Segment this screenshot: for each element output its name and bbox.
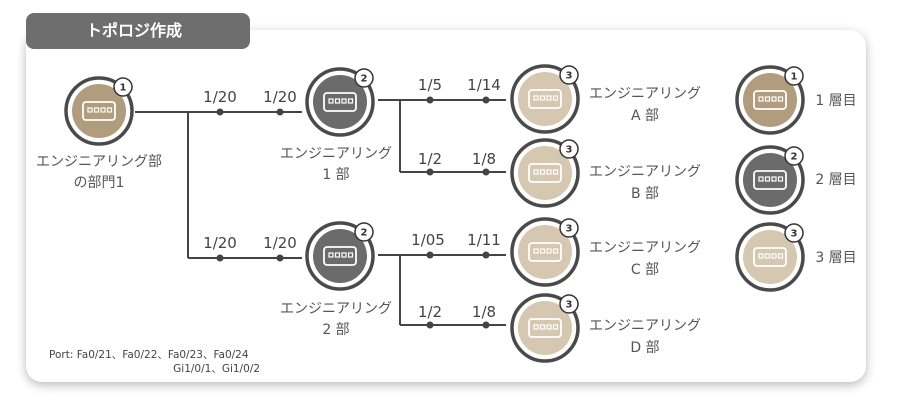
- node-label: 2 部: [322, 322, 349, 338]
- node-eng1[interactable]: 2: [305, 67, 375, 137]
- level-badge: 3: [791, 229, 798, 240]
- connection-lines: [135, 99, 506, 326]
- node-label: エンジニアリング: [589, 240, 701, 256]
- node-label: エンジニアリング: [589, 164, 701, 180]
- node-engC[interactable]: 3: [510, 217, 580, 287]
- level-badge: 3: [566, 300, 573, 311]
- port-label: 1/11: [467, 231, 501, 249]
- node-label: D 部: [630, 340, 659, 356]
- node-label: エンジニアリング: [589, 318, 701, 334]
- legend-label: 1 層目: [815, 93, 856, 109]
- level-badge: 1: [120, 83, 127, 94]
- legend: 1 1 層目 2 2 層目 3 3 層目: [735, 65, 857, 292]
- node-label: エンジニアリング: [589, 86, 701, 102]
- legend-item-level2: 2: [735, 145, 805, 215]
- node-label: エンジニアリング: [280, 146, 392, 162]
- level-badge: 1: [791, 72, 798, 83]
- level-badge: 3: [566, 145, 573, 156]
- node-label: 1 部: [322, 167, 349, 183]
- port-label: 1/2: [418, 150, 442, 168]
- level-badge: 3: [566, 224, 573, 235]
- node-label: エンジニアリング: [280, 301, 392, 317]
- legend-label: 3 層目: [815, 250, 856, 266]
- diagram-card: [26, 30, 866, 382]
- node-label: エンジニアリング部: [36, 154, 162, 170]
- node-engB[interactable]: 3: [510, 138, 580, 208]
- node-root[interactable]: 1: [64, 76, 134, 146]
- port-labels: 1/20 1/20 1/20 1/20 1/5 1/14 1/2 1/8 1/0…: [203, 76, 501, 321]
- port-label: 1/14: [467, 76, 501, 94]
- level-badge: 2: [361, 228, 368, 239]
- node-label: の部門1: [74, 175, 125, 191]
- level-badge: 2: [791, 152, 798, 163]
- node-label: B 部: [631, 186, 659, 202]
- port-label: 1/20: [263, 234, 297, 252]
- level-badge: 2: [361, 74, 368, 85]
- node-eng2[interactable]: 2: [305, 221, 375, 291]
- port-label: 1/05: [411, 231, 445, 249]
- port-label: 1/8: [472, 150, 496, 168]
- node-engD[interactable]: 3: [510, 293, 580, 363]
- port-label: 1/2: [418, 303, 442, 321]
- port-label: 1/20: [263, 88, 297, 106]
- port-label: 1/8: [472, 303, 496, 321]
- node-label: C 部: [631, 262, 659, 278]
- port-dots: [216, 96, 490, 329]
- legend-item-level1: 1: [735, 65, 805, 135]
- page-title: トポロジ作成: [26, 13, 250, 49]
- legend-label: 2 層目: [815, 172, 856, 188]
- port-label: 1/20: [203, 88, 237, 106]
- legend-item-level3: 3: [735, 222, 805, 292]
- node-engA[interactable]: 3: [510, 64, 580, 134]
- port-label: 1/5: [418, 76, 442, 94]
- port-footnote-line2: Gi1/0/1、Gi1/0/2: [173, 363, 260, 375]
- port-label: 1/20: [203, 234, 237, 252]
- level-badge: 3: [566, 71, 573, 82]
- port-footnote-line1: Port: Fa0/21、Fa0/22、Fa0/23、Fa0/24: [49, 349, 249, 361]
- node-label: A 部: [631, 108, 659, 124]
